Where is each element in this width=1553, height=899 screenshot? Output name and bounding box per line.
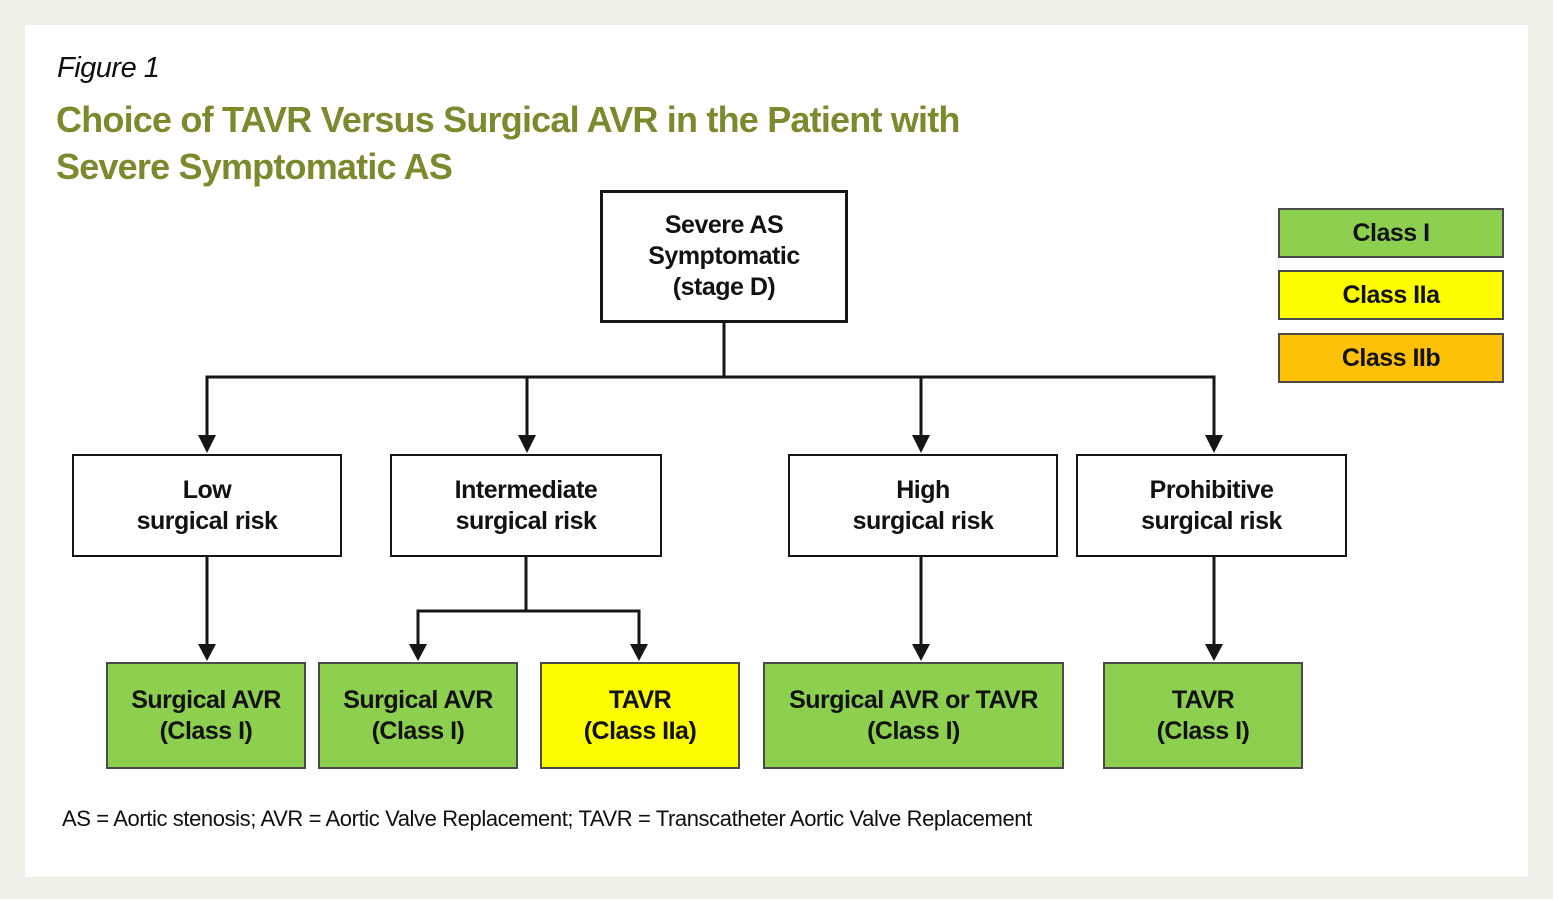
node-outcome-d-line2: (Class I) [867,716,960,745]
figure-title-line2: with Severe Symptomatic AS [56,99,960,187]
node-outcome-c-line2: (Class IIa) [583,716,697,745]
node-severe-as: Severe AS Symptomatic (stage D) [600,190,848,323]
node-high-line2: surgical risk [852,506,994,535]
node-low-line1: Low [182,475,232,504]
node-outcome-b-line2: (Class I) [371,716,465,745]
node-intermediate-surgical-risk: Intermediate surgical risk [390,454,662,557]
node-surgical-avr-or-tavr-high: Surgical AVR or TAVR (Class I) [763,662,1064,769]
node-prohibitive-line1: Prohibitive [1149,475,1274,504]
node-low-line2: surgical risk [136,506,278,535]
node-tavr-prohibitive: TAVR (Class I) [1103,662,1303,769]
node-outcome-e-line1: TAVR [1171,685,1235,714]
node-severe-as-line3: (stage D) [672,273,776,301]
node-outcome-d-line1: Surgical AVR or TAVR [789,685,1038,714]
node-prohibitive-line2: surgical risk [1141,506,1282,535]
node-tavr-intermediate: TAVR (Class IIa) [540,662,740,769]
legend-class-iib-label: Class IIb [1341,343,1441,372]
legend-class-iia: Class IIa [1278,270,1504,320]
node-outcome-a-line1: Surgical AVR [131,685,281,714]
node-outcome-b-line1: Surgical AVR [343,685,493,714]
figure-footnote: AS = Aortic stenosis; AVR = Aortic Valve… [62,806,1032,831]
node-prohibitive-surgical-risk: Prohibitive surgical risk [1076,454,1347,557]
node-severe-as-line1: Severe AS [664,211,784,239]
node-intermediate-line1: Intermediate [454,475,598,504]
figure-title-line1: Choice of TAVR Versus Surgical AVR in th… [56,99,882,140]
node-outcome-c-line1: TAVR [608,685,672,714]
node-outcome-e-line2: (Class I) [1156,716,1250,745]
legend-class-i: Class I [1278,208,1504,258]
legend-class-i-label: Class I [1352,218,1430,247]
node-outcome-a-line2: (Class I) [159,716,253,745]
figure-title: Choice of TAVR Versus Surgical AVR in th… [56,96,1016,190]
node-high-line1: High [896,475,950,504]
legend-class-iia-label: Class IIa [1342,280,1440,309]
node-intermediate-line2: surgical risk [455,506,597,535]
node-surgical-avr-intermediate: Surgical AVR (Class I) [318,662,518,769]
figure-label: Figure 1 [57,52,160,84]
node-severe-as-line2: Symptomatic [648,242,800,270]
node-surgical-avr-low: Surgical AVR (Class I) [106,662,306,769]
legend-class-iib: Class IIb [1278,333,1504,383]
node-high-surgical-risk: High surgical risk [788,454,1058,557]
node-low-surgical-risk: Low surgical risk [72,454,342,557]
